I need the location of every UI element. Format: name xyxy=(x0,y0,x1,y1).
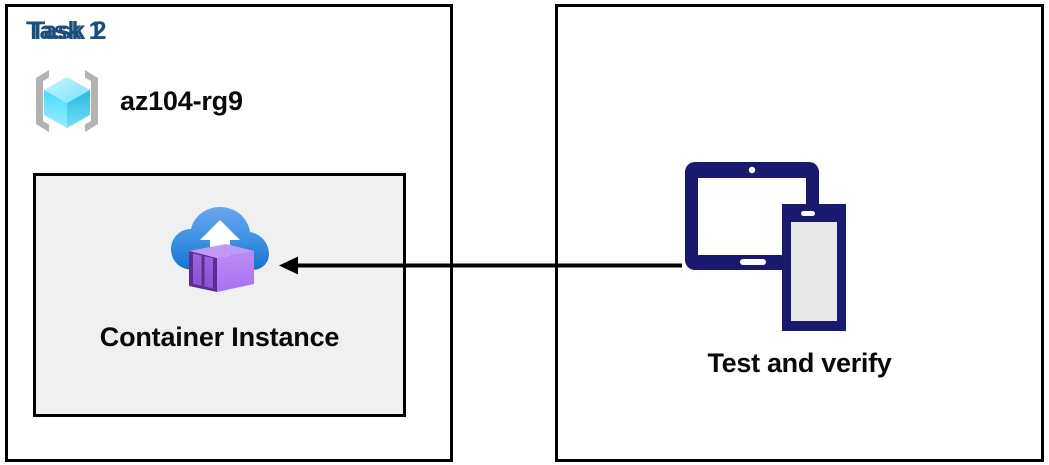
container-instance-label: Container Instance xyxy=(99,322,340,352)
test-and-verify-label: Test and verify xyxy=(707,348,892,378)
container-instance-card: Container Instance xyxy=(33,173,406,417)
task2-title: Task 2 xyxy=(30,17,107,45)
resource-group-cube-icon xyxy=(28,62,106,140)
resource-group-label: az104-rg9 xyxy=(120,85,243,116)
resource-group-row: az104-rg9 xyxy=(28,62,243,140)
task1-title: Task 1 xyxy=(26,17,103,45)
